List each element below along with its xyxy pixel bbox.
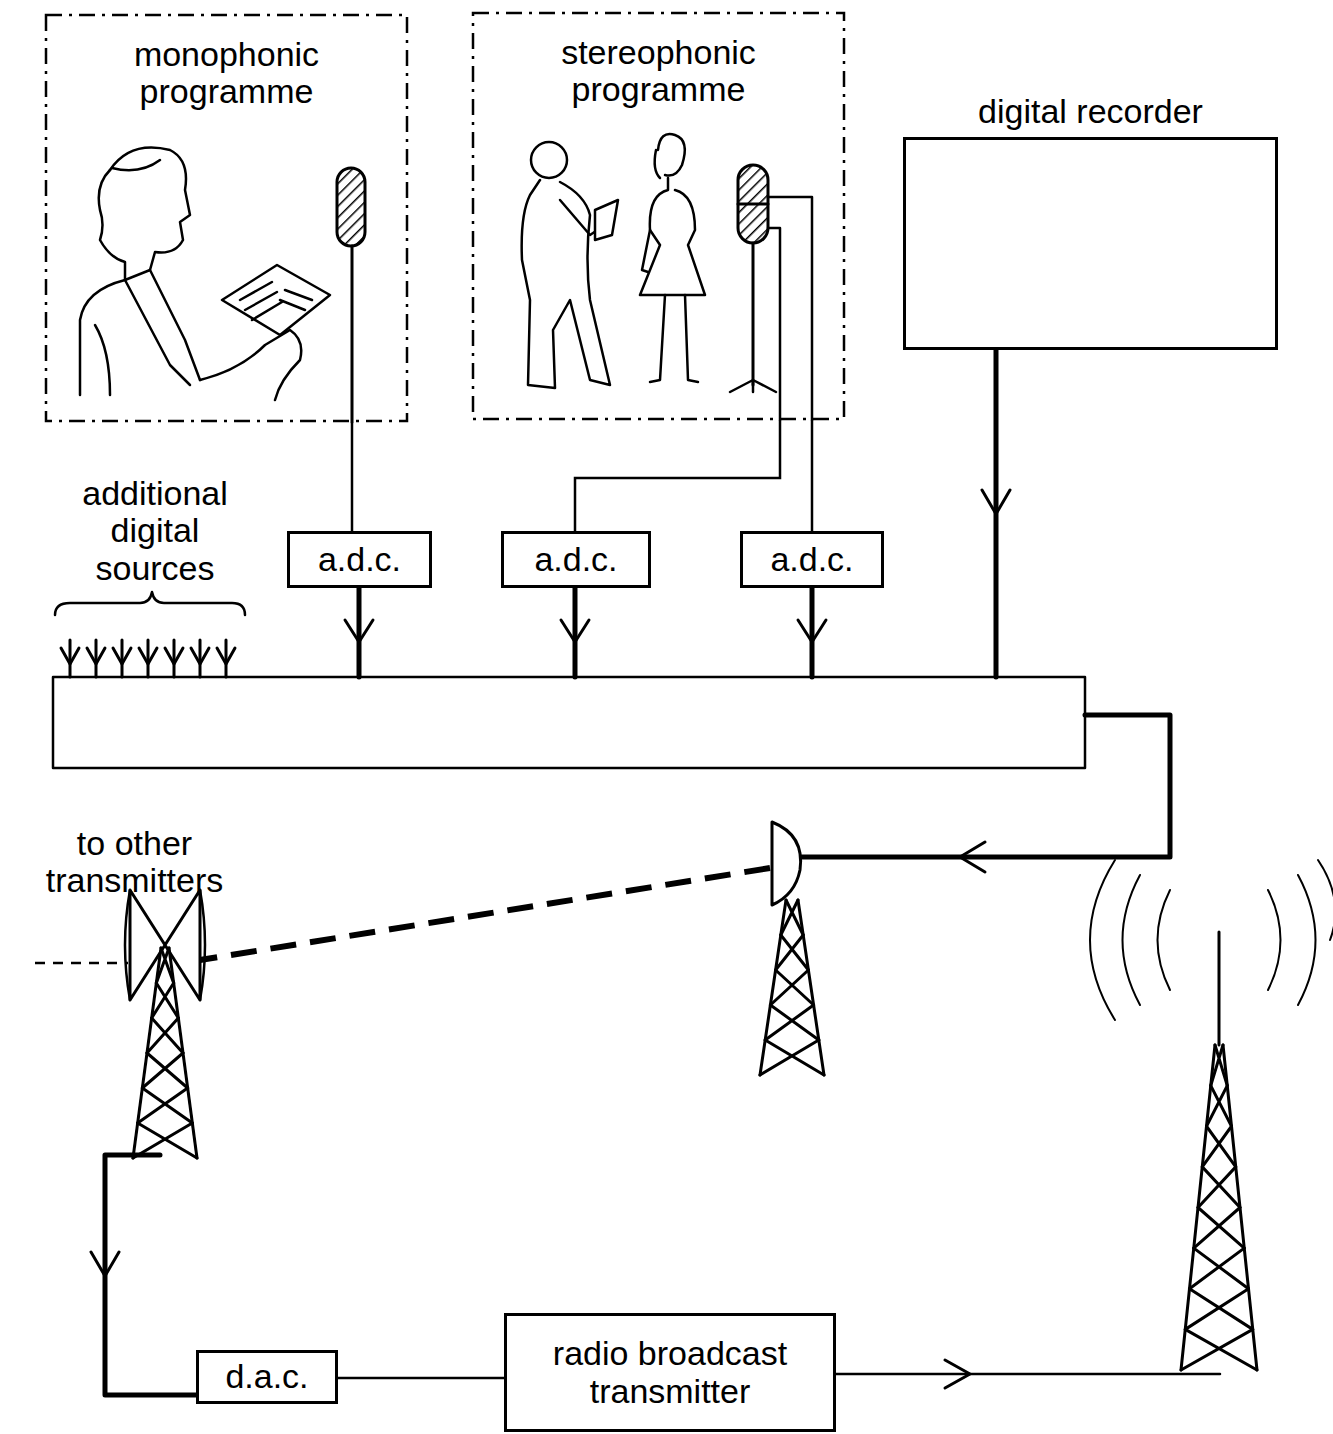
dish-antenna (772, 822, 801, 905)
node-label: a.d.c. (318, 541, 401, 578)
node-label: digital recorder (906, 93, 1275, 130)
transmitter-box: radio broadcast transmitter (504, 1313, 836, 1432)
radio-link (200, 868, 770, 960)
converter-box: a.d.c. (501, 531, 651, 588)
digital-links (105, 350, 1170, 1395)
annotation: additional digital sources (50, 475, 260, 587)
horn-antenna (130, 890, 200, 1000)
recorder-box: digital recorder (903, 137, 1278, 350)
converter-box: a.d.c. (740, 531, 884, 588)
node-label: d.a.c. (225, 1358, 308, 1395)
brace (55, 592, 245, 615)
presenter-figures (522, 134, 705, 388)
arrowheads (91, 490, 1010, 1388)
bus-bar (53, 677, 1085, 768)
signal-wire (338, 1377, 504, 1380)
signal-wire (575, 420, 780, 531)
node-label: a.d.c. (534, 541, 617, 578)
announcer-figure (80, 148, 330, 401)
signal-wire (351, 422, 354, 531)
node-label: radio broadcast transmitter (507, 1335, 833, 1410)
node-label: monophonic programme (97, 36, 357, 111)
programme-studio: monophonic programme (45, 14, 408, 422)
node-label: a.d.c. (770, 541, 853, 578)
signal-wire (811, 420, 814, 531)
node-label: stereophonic programme (529, 34, 789, 109)
converter-box: a.d.c. (287, 531, 432, 588)
stereo-microphone (738, 165, 768, 243)
microphone (337, 168, 365, 246)
converter-box: d.a.c. (196, 1350, 338, 1404)
programme-studio: stereophonic programme (472, 12, 845, 420)
annotation: to other transmitters (12, 825, 257, 900)
radio-waves (1090, 860, 1333, 1020)
